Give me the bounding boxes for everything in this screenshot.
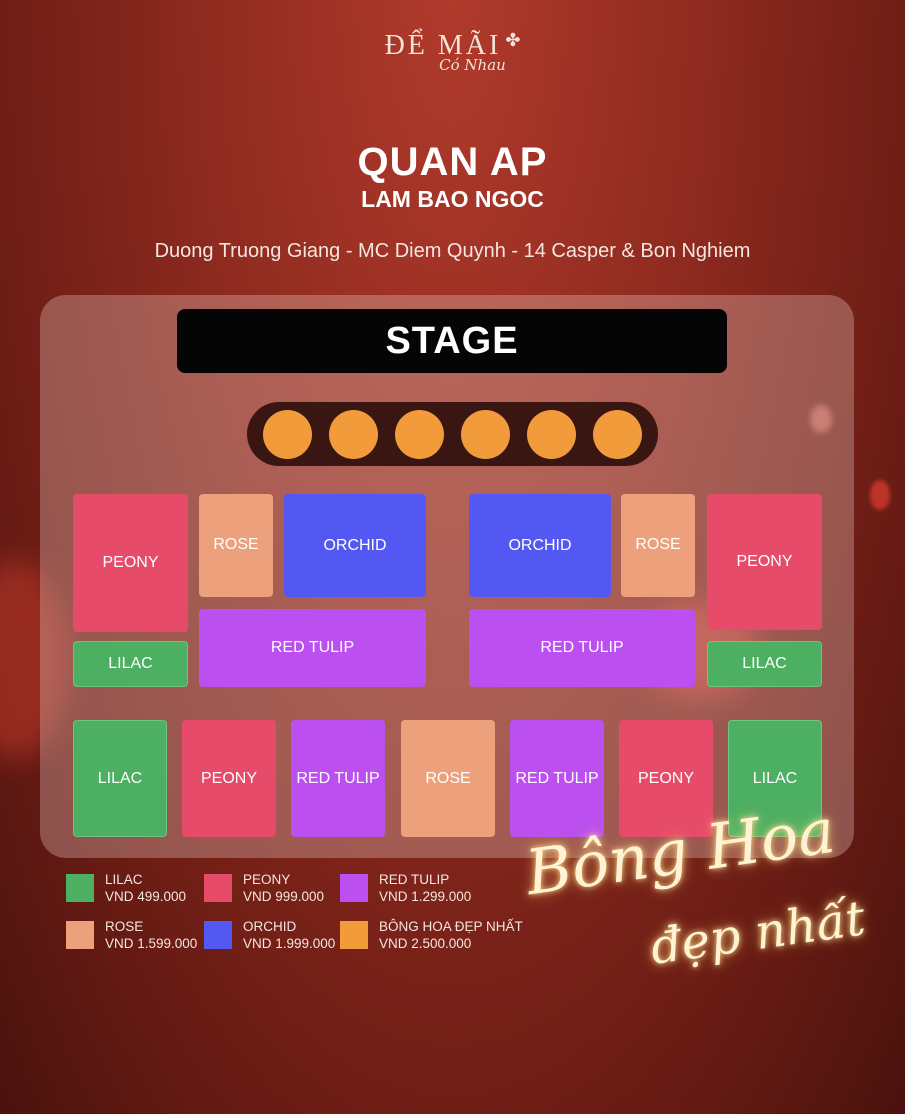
legend-name: PEONY — [243, 872, 291, 887]
legend-item-lilac: LILAC VND 499.000 — [66, 871, 186, 905]
script-line-2: đẹp nhất — [647, 890, 869, 976]
legend-item-peony: PEONY VND 999.000 — [204, 871, 324, 905]
vip-seat[interactable] — [395, 409, 445, 459]
logo-main-text: ĐỂ MÃI — [384, 30, 502, 61]
clover-icon: ✤ — [505, 30, 521, 50]
section-label: RED TULIP — [515, 769, 599, 787]
section-label: RED TULIP — [296, 769, 380, 787]
section-peony-bottom[interactable]: PEONY — [182, 720, 276, 837]
stage-label: STAGE — [385, 319, 519, 362]
section-peony-bottom[interactable]: PEONY — [619, 720, 713, 837]
legend-price: VND 1.299.000 — [379, 889, 472, 904]
legend-name: LILAC — [105, 872, 143, 887]
legend-price: VND 1.599.000 — [105, 936, 198, 951]
legend-item-rose: ROSE VND 1.599.000 — [66, 918, 197, 952]
vip-seat[interactable] — [460, 409, 510, 459]
legend-item-orchid: ORCHID VND 1.999.000 — [204, 918, 335, 952]
section-label: RED TULIP — [270, 639, 355, 656]
section-peony-right[interactable]: PEONY — [707, 494, 822, 630]
section-red-tulip-left[interactable]: RED TULIP — [199, 609, 426, 687]
legend-name: BÔNG HOA ĐẸP NHẤT — [379, 919, 523, 934]
section-label: ORCHID — [508, 536, 572, 554]
section-label: LILAC — [752, 769, 798, 787]
legend-price: VND 1.999.000 — [243, 936, 336, 951]
decorative-petal — [810, 405, 832, 433]
section-label: PEONY — [736, 553, 793, 570]
legend-swatch — [204, 874, 232, 902]
section-label: LILAC — [108, 655, 153, 672]
legend-item-bong-hoa: BÔNG HOA ĐẸP NHẤT VND 2.500.000 — [340, 918, 523, 952]
section-label: ORCHID — [323, 536, 387, 554]
legend-item-red-tulip: RED TULIP VND 1.299.000 — [340, 871, 471, 905]
decorative-petal — [870, 480, 890, 510]
section-rose-right[interactable]: ROSE — [621, 494, 695, 597]
section-label: PEONY — [637, 769, 694, 787]
section-orchid-right[interactable]: ORCHID — [469, 494, 611, 597]
section-label: ROSE — [635, 536, 681, 553]
vip-seat[interactable] — [592, 409, 642, 459]
legend-swatch — [340, 921, 368, 949]
legend-name: RED TULIP — [379, 872, 450, 887]
section-label: PEONY — [200, 769, 257, 787]
section-label: PEONY — [102, 554, 159, 571]
section-orchid-left[interactable]: ORCHID — [284, 494, 426, 597]
legend-price: VND 499.000 — [105, 889, 187, 904]
legend-price: VND 2.500.000 — [379, 936, 472, 951]
section-peony-left[interactable]: PEONY — [73, 494, 188, 632]
logo-sub-text: Có Nhau — [439, 56, 506, 74]
section-lilac-bottom[interactable]: LILAC — [73, 720, 167, 837]
legend-name: ORCHID — [243, 919, 297, 934]
section-lilac-right[interactable]: LILAC — [707, 641, 822, 687]
section-red-tulip-right[interactable]: RED TULIP — [469, 609, 695, 687]
event-title: QUAN AP — [357, 140, 548, 184]
artist-lineup: Duong Truong Giang - MC Diem Quynh - 14 … — [154, 240, 751, 262]
brand-logo: ĐỂ MÃI✤ Có Nhau — [0, 30, 905, 74]
section-label: LILAC — [742, 655, 787, 672]
section-label: ROSE — [425, 769, 471, 787]
stage: STAGE — [177, 309, 727, 373]
legend-name: ROSE — [105, 919, 144, 934]
section-rose-bottom[interactable]: ROSE — [401, 720, 495, 837]
section-label: LILAC — [97, 769, 143, 787]
legend-price: VND 999.000 — [243, 889, 325, 904]
section-red-tulip-bottom[interactable]: RED TULIP — [510, 720, 604, 837]
section-lilac-bottom[interactable]: LILAC — [728, 720, 822, 837]
vip-seat[interactable] — [329, 409, 379, 459]
section-label: RED TULIP — [540, 639, 624, 656]
vip-seat[interactable] — [526, 409, 576, 459]
vip-seat[interactable] — [263, 409, 313, 459]
section-label: ROSE — [213, 536, 259, 553]
legend-swatch — [204, 921, 232, 949]
legend-swatch — [66, 874, 94, 902]
legend-swatch — [340, 874, 368, 902]
event-subtitle: LAM BAO NGOC — [361, 186, 544, 212]
legend-swatch — [66, 921, 94, 949]
section-red-tulip-bottom[interactable]: RED TULIP — [291, 720, 385, 837]
section-lilac-left[interactable]: LILAC — [73, 641, 188, 687]
section-rose-left[interactable]: ROSE — [199, 494, 273, 597]
vip-seat-row — [247, 402, 658, 466]
